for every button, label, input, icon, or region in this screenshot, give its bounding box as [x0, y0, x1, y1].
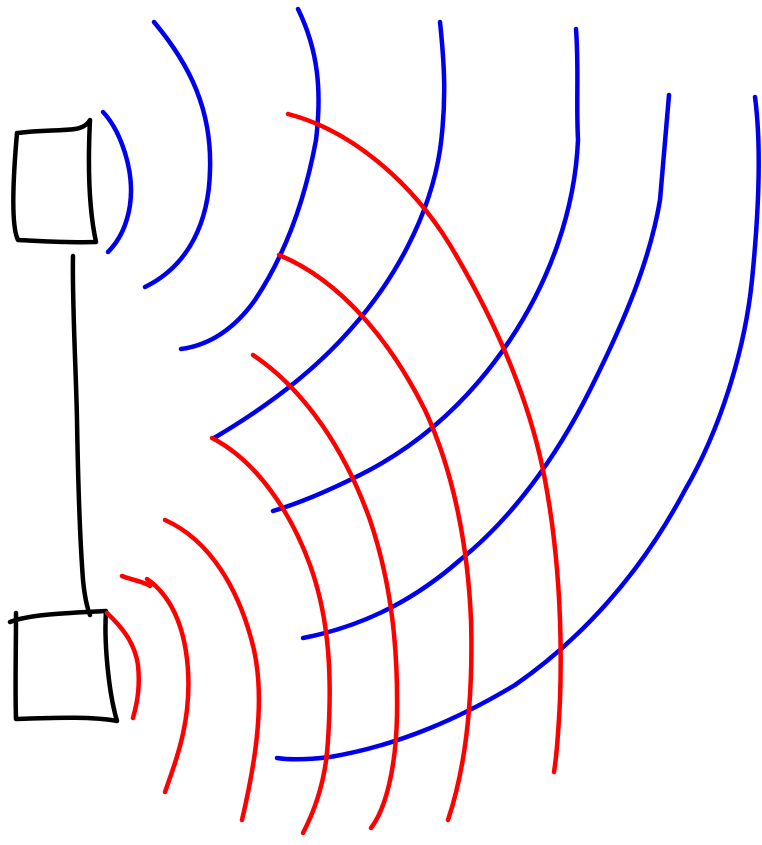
connector-line	[73, 256, 90, 615]
blue-wave-6	[303, 95, 669, 638]
red-wave-3	[165, 520, 259, 820]
blue-wave-group	[103, 9, 759, 759]
blue-wave-4	[214, 22, 444, 438]
bottom-source-box	[10, 611, 117, 721]
blue-wave-7	[277, 97, 759, 759]
blue-wave-2	[145, 22, 210, 287]
top-source-box	[13, 120, 96, 242]
blue-wave-1	[103, 112, 131, 252]
red-wave-2	[147, 579, 188, 792]
blue-wave-3	[181, 9, 319, 349]
red-wave-group	[107, 114, 561, 833]
